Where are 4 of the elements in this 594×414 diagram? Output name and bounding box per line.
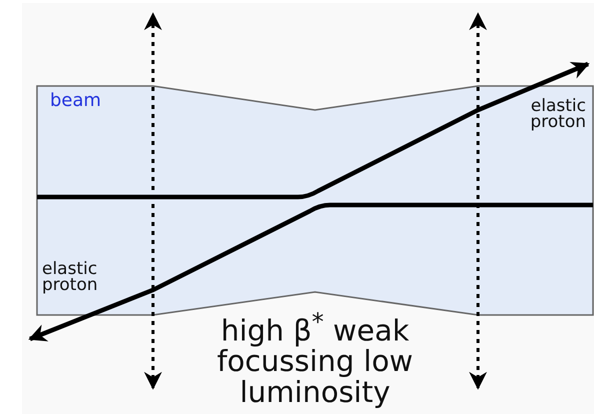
beam-label: beam — [50, 90, 102, 111]
particle-label: elastic proton — [42, 261, 99, 294]
particle-label: elastic proton — [529, 98, 586, 130]
caption-text: high β$^{*}$ weak focussing low luminosity — [216, 310, 414, 407]
